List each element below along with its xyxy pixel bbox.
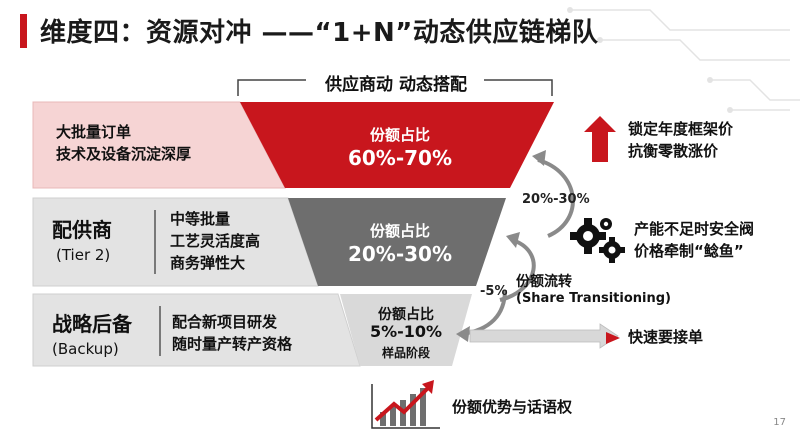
tier2-share-value: 20%-30% bbox=[347, 242, 453, 266]
fast-text: 快速要接单 bbox=[628, 328, 704, 346]
bottom-label: 份额优势与话语权 bbox=[452, 398, 573, 416]
tier3-sub: (Backup) bbox=[52, 340, 119, 358]
tier1-detail-1: 大批量订单 bbox=[56, 123, 132, 141]
tier2-detail-1: 中等批量 bbox=[170, 210, 231, 228]
top-label: 供应商动 动态搭配 bbox=[325, 75, 467, 95]
tier1-details: 大批量订单 技术及设备沉淀深厚 bbox=[56, 121, 191, 165]
tier2-details: 中等批量 工艺灵活度高 商务弹性大 bbox=[170, 208, 260, 274]
tier3-detail-1: 配合新项目研发 bbox=[172, 313, 278, 331]
flow-lower-pct: -5% bbox=[480, 284, 508, 299]
tier2-detail-3: 商务弹性大 bbox=[170, 254, 246, 272]
funnel-middle bbox=[288, 198, 506, 286]
page-number: 17 bbox=[773, 417, 786, 428]
tier2-share-label: 份额占比 bbox=[369, 222, 430, 240]
flow-arrow-mid-head bbox=[506, 232, 520, 248]
flow-arrow-upper bbox=[537, 158, 575, 238]
gear-text: 产能不足时安全阀 价格牵制“鲶鱼” bbox=[634, 218, 754, 262]
tier2-name: 配供商 bbox=[52, 218, 112, 242]
flow-arrow-lower-head bbox=[456, 326, 470, 342]
flow-label: 份额流转 bbox=[516, 274, 572, 290]
tier3-name: 战略后备 bbox=[52, 312, 132, 336]
lock-line-2: 抗衡零散涨价 bbox=[628, 142, 719, 160]
gear-line-1: 产能不足时安全阀 bbox=[634, 220, 755, 238]
flow-arrow-mid bbox=[499, 238, 536, 302]
tier3-share-value: 5%-10% bbox=[369, 322, 443, 341]
tier1-share-value: 60%-70% bbox=[347, 146, 453, 170]
tier3-detail-2: 随时量产转产资格 bbox=[172, 335, 293, 353]
funnel-top bbox=[240, 102, 554, 188]
tier3-share-label: 份额占比 bbox=[378, 307, 434, 323]
tier3-details: 配合新项目研发 随时量产转产资格 bbox=[172, 311, 292, 355]
gear-icon bbox=[570, 218, 625, 263]
page-title: 维度四：资源对冲 ——“1+N”动态供应链梯队 bbox=[40, 18, 599, 48]
title-accent-bar bbox=[20, 14, 27, 48]
gear-line-2: 价格牵制“鲶鱼” bbox=[634, 242, 744, 260]
fast-arrow-icon bbox=[469, 323, 619, 349]
circuit-decoration bbox=[567, 7, 800, 113]
fast-arrow-tip-icon bbox=[606, 332, 620, 344]
funnel-bottom bbox=[340, 294, 472, 366]
tier1-share-label: 份额占比 bbox=[369, 126, 430, 144]
flow-label-en: (Share Transitioning) bbox=[516, 291, 671, 306]
tier2-detail-2: 工艺灵活度高 bbox=[170, 232, 261, 250]
tier3-note: 样品阶段 bbox=[381, 346, 430, 360]
tier2-sub: (Tier 2) bbox=[56, 246, 111, 264]
lock-line-1: 锁定年度框架价 bbox=[628, 120, 734, 138]
up-arrow-icon bbox=[584, 116, 616, 162]
tier1-detail-2: 技术及设备沉淀深厚 bbox=[56, 145, 192, 163]
top-bracket bbox=[237, 79, 553, 96]
flow-upper-pct: 20%-30% bbox=[522, 192, 590, 207]
lock-text: 锁定年度框架价 抗衡零散涨价 bbox=[628, 118, 733, 162]
flow-arrow-upper-head bbox=[532, 150, 546, 166]
flow-arrow-lower bbox=[461, 289, 507, 336]
growth-chart-icon bbox=[371, 380, 440, 429]
